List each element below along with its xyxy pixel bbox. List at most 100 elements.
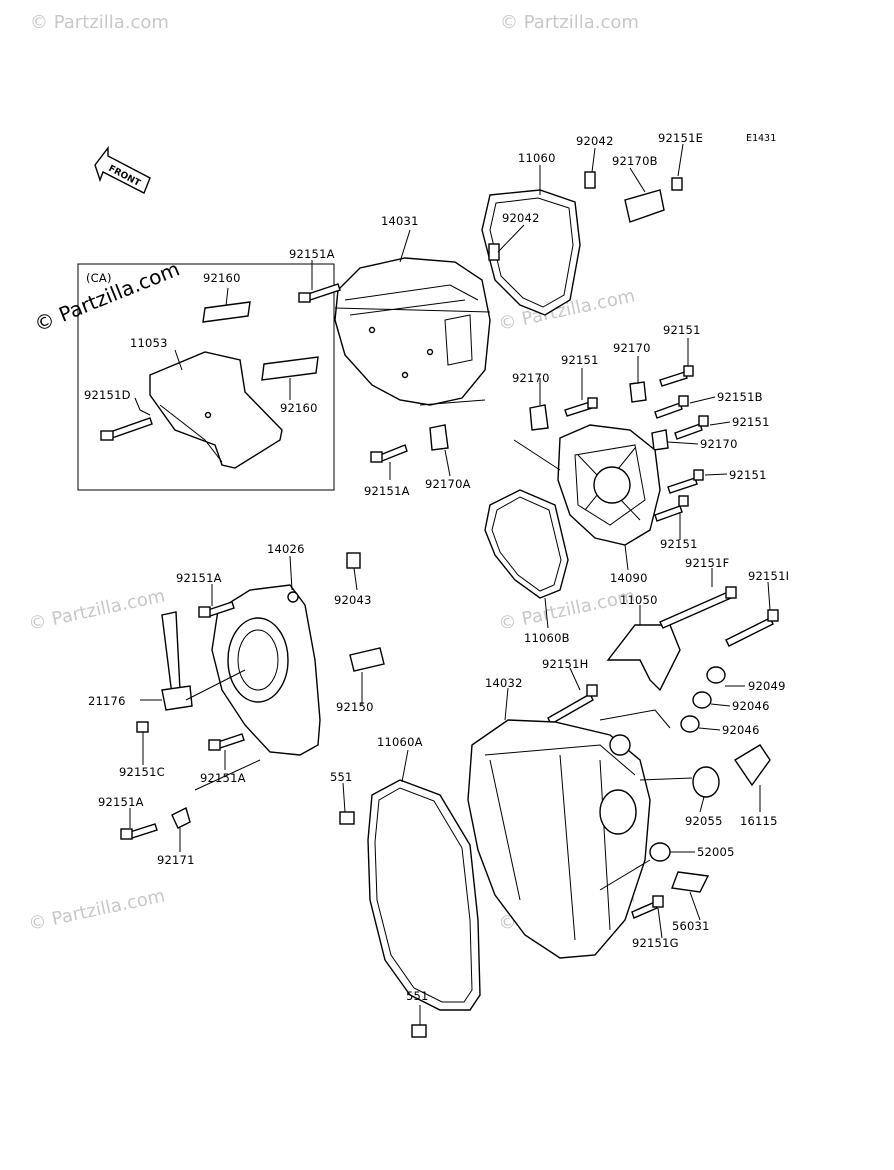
label-92151F: 92151F xyxy=(685,556,729,570)
label-11060: 11060 xyxy=(518,151,556,165)
label-92151C: 92151C xyxy=(119,765,165,779)
ca-option-box: (CA) xyxy=(77,263,335,491)
bolt-92151 xyxy=(564,397,598,417)
label-16115: 16115 xyxy=(740,814,778,828)
bracket-11050 xyxy=(606,624,681,692)
copyright-text: © Partzilla.com xyxy=(31,257,183,337)
label-92151A: 92151A xyxy=(289,247,335,261)
label-92170: 92170 xyxy=(700,437,738,451)
leader-lines xyxy=(129,143,771,1025)
label-92170A: 92170A xyxy=(425,477,471,491)
diagram-code: E1431 xyxy=(746,133,776,144)
gasket-11060B xyxy=(484,489,569,599)
label-11060B: 11060B xyxy=(524,631,570,645)
clamp-92170 xyxy=(651,429,669,451)
clamp-92170 xyxy=(529,404,549,431)
label-92043: 92043 xyxy=(334,593,372,607)
bolt-92151H xyxy=(547,684,598,725)
bushing-92046 xyxy=(680,715,700,733)
label-92151B: 92151B xyxy=(717,390,763,404)
pad-92160 xyxy=(261,356,319,381)
label-92046: 92046 xyxy=(732,699,770,713)
label-56031 xyxy=(671,871,710,893)
label-92151: 92151 xyxy=(732,415,770,429)
dowel-92043 xyxy=(346,552,361,569)
bolt-92151A xyxy=(370,444,408,463)
label-92151A: 92151A xyxy=(200,771,246,785)
pad-92160 xyxy=(202,301,251,323)
dowel-551 xyxy=(411,1024,427,1038)
label-92151: 92151 xyxy=(660,537,698,551)
label-14090: 14090 xyxy=(610,571,648,585)
label-92170: 92170 xyxy=(512,371,550,385)
bolt-92151D xyxy=(100,417,153,441)
label-21176: 21176 xyxy=(88,694,126,708)
watermark: © Partzilla.com xyxy=(27,885,167,934)
label-92151: 92151 xyxy=(561,353,599,367)
bolt-92151A xyxy=(120,823,158,840)
clamp-92171 xyxy=(171,806,191,829)
label-92151: 92151 xyxy=(729,468,767,482)
part-14031-cover xyxy=(334,257,491,406)
bolt-92151B xyxy=(654,395,689,419)
label-92055: 92055 xyxy=(685,814,723,828)
bolt-92151F xyxy=(659,586,737,629)
label-52005: 52005 xyxy=(697,845,735,859)
sensor-21176 xyxy=(161,611,193,711)
bolt-92151 xyxy=(659,365,694,387)
label-14026: 14026 xyxy=(267,542,305,556)
label-92151: 92151 xyxy=(663,323,701,337)
part-14090-cover xyxy=(557,424,661,546)
label-92151A: 92151A xyxy=(176,571,222,585)
label-92042: 92042 xyxy=(576,134,614,148)
clamp-92170B xyxy=(624,189,665,223)
part-labels: 14031 11060 92042 92042 92151E 92170B 92… xyxy=(84,131,789,1003)
bolt-92151I xyxy=(725,609,779,647)
clamp-92170A xyxy=(429,424,449,451)
front-arrow-icon: FRONT xyxy=(94,145,151,194)
oring-92055 xyxy=(692,766,720,798)
bushing-92049 xyxy=(706,666,726,684)
bolt-92151 xyxy=(667,469,704,494)
bolt-92151A xyxy=(198,601,235,618)
label-92151I: 92151I xyxy=(748,569,789,583)
collar-92150 xyxy=(349,647,385,672)
label-92170B: 92170B xyxy=(612,154,658,168)
bolt-92151C xyxy=(136,721,149,733)
bolt-92151 xyxy=(674,415,709,440)
label-92151D: 92151D xyxy=(84,388,131,402)
label-551: 551 xyxy=(406,989,429,1003)
label-92151H: 92151H xyxy=(542,657,588,671)
label-92151G: 92151G xyxy=(632,936,679,950)
label-92160: 92160 xyxy=(280,401,318,415)
dowel-92042 xyxy=(488,243,500,261)
label-11050: 11050 xyxy=(620,593,658,607)
label-14032: 14032 xyxy=(485,676,523,690)
label-92151A: 92151A xyxy=(364,484,410,498)
bushing-92046 xyxy=(692,691,712,709)
label-11053: 11053 xyxy=(130,336,168,350)
bolt-92151A xyxy=(298,283,341,303)
part-14026-cover xyxy=(211,584,321,756)
label-56031: 56031 xyxy=(672,919,710,933)
clamp-92170 xyxy=(629,381,647,403)
dowel-551 xyxy=(339,811,355,825)
watermark: © Partzilla.com xyxy=(27,585,167,634)
label-92049: 92049 xyxy=(748,679,786,693)
watermark: © Partzilla.com xyxy=(497,585,637,634)
bracket-11053 xyxy=(149,351,283,469)
bolt-92151E xyxy=(671,177,683,191)
label-92171: 92171 xyxy=(157,853,195,867)
watermark: © Partzilla.com xyxy=(30,12,169,33)
part-14032-cover xyxy=(467,719,651,959)
watermark: © Partzilla.com xyxy=(500,12,639,33)
bolt-92151G xyxy=(631,895,664,919)
dowel-92042 xyxy=(584,171,596,189)
label-92046: 92046 xyxy=(722,723,760,737)
label-14031: 14031 xyxy=(381,214,419,228)
ca-box-label: (CA) xyxy=(86,271,112,285)
bolt-92151A xyxy=(208,733,245,751)
gasket-11060A xyxy=(367,779,481,1011)
label-92042: 92042 xyxy=(502,211,540,225)
